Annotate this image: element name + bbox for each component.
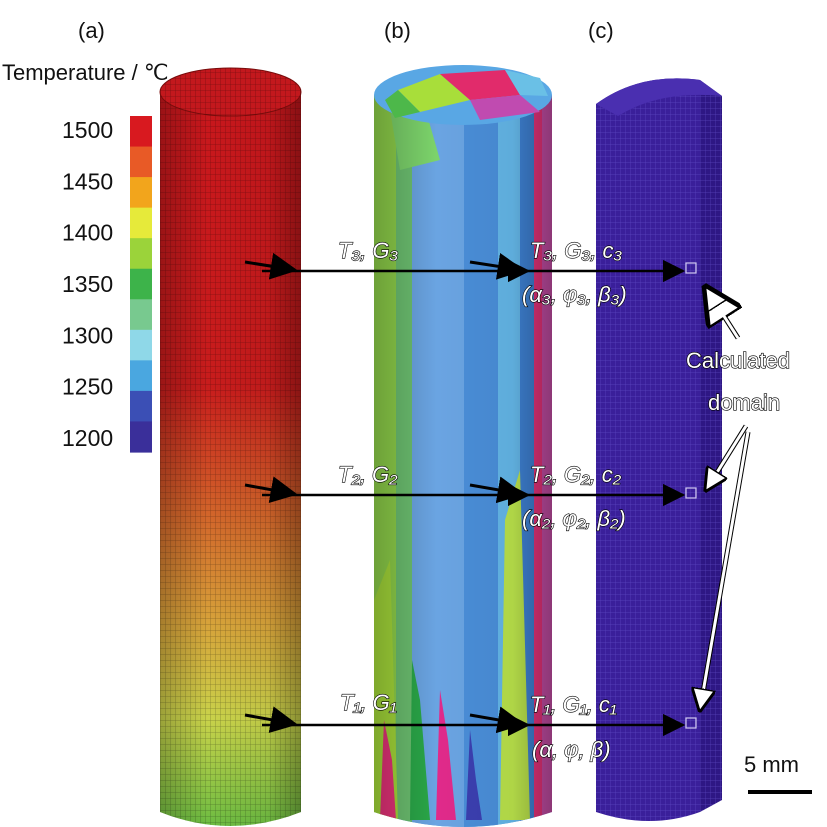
colorbar-swatch [130, 146, 152, 178]
arrows [244, 252, 686, 737]
panel-label-a: (a) [78, 18, 105, 43]
colorbar-ticks: 1500 1450 1400 1350 1300 1250 1200 [62, 117, 113, 451]
colorbar-swatch [130, 360, 152, 392]
domain-square-3 [685, 262, 697, 274]
annotation-b-mid-2: (α₂, φ₂, β₂) [522, 506, 626, 531]
colorbar-swatch [130, 421, 152, 453]
callout-arrows [700, 288, 751, 710]
annotation-b-bot-2: (α, φ, β) [532, 737, 611, 762]
colorbar-swatch [130, 390, 152, 423]
colorbar-swatch [130, 268, 152, 300]
colorbar-swatch [130, 177, 152, 209]
panel-label-b: (b) [384, 18, 411, 43]
colorbar-swatch [130, 329, 152, 361]
colorbar-tick-label: 1500 [62, 117, 113, 143]
colorbar-swatch [130, 116, 152, 148]
domain-square-2 [685, 487, 697, 499]
colorbar-swatch [130, 207, 152, 239]
annotation-b-top-2: (α₃, φ₃, β₃) [522, 282, 627, 307]
annotation-b-top-1: T₃, G₃, c₃ [530, 238, 622, 263]
annotation-b-bot-1: T₁, G₁, c₁ [530, 692, 617, 717]
colorbar-title: Temperature / ℃ [2, 60, 169, 85]
cylinder-a [159, 67, 302, 826]
panel-label-c: (c) [588, 18, 614, 43]
colorbar-swatch [130, 238, 152, 270]
annotation-a-bot: T₁, G₁ [340, 690, 397, 715]
annotation-a-mid: T₂, G₂ [338, 462, 398, 487]
scalebar-label: 5 mm [744, 752, 799, 777]
callout-line2: domain [708, 390, 780, 415]
colorbar-swatch [130, 299, 152, 331]
annotation-b-mid-1: T₂, G₂, c₂ [530, 462, 622, 487]
colorbar [130, 116, 152, 453]
colorbar-tick-label: 1350 [62, 271, 113, 297]
colorbar-tick-label: 1400 [62, 220, 113, 246]
colorbar-tick-label: 1300 [62, 322, 113, 348]
domain-square-1 [685, 717, 697, 729]
colorbar-tick-label: 1250 [62, 374, 113, 400]
callout-line1: Calculated [686, 348, 790, 373]
annotation-a-top: T₃, G₃ [338, 238, 398, 263]
colorbar-tick-label: 1450 [62, 168, 113, 194]
colorbar-tick-label: 1200 [62, 425, 113, 451]
cylinder-b [374, 65, 552, 827]
